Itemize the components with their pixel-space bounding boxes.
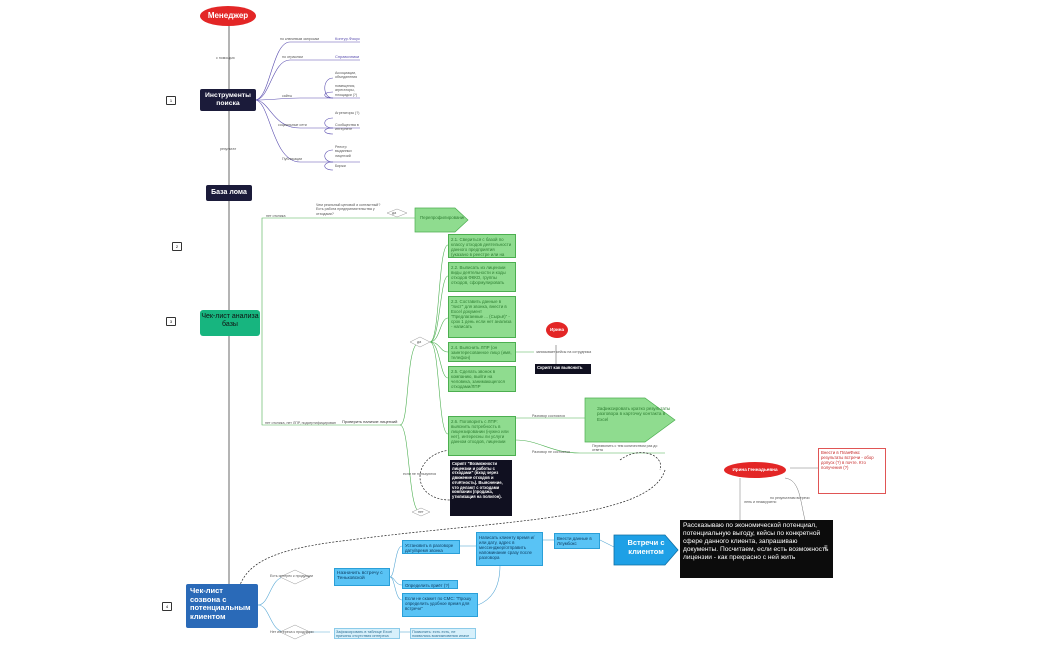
step-2-5[interactable]: 2.5. Сделать звонок в компанию, выйти на… [448, 366, 516, 392]
script-speak-box[interactable]: Скрипт как выяснить [535, 364, 591, 374]
meeting-shape [613, 534, 679, 566]
irina-gennadievna-node[interactable]: Ирина Геннадьевна [724, 462, 786, 478]
diamond-label-no: нет [418, 510, 424, 514]
step-number-1: 1 [166, 96, 176, 105]
enter-data-node[interactable]: Внести данные в Ллумбокс [554, 533, 600, 549]
edge-label-dont-use: если не пользуются [403, 472, 437, 476]
edge-question: Чем реальный ценовой и контактный? Есть … [316, 203, 381, 216]
step-number-4: 4 [162, 602, 172, 611]
edge-label-irina: записывает кейсы на сотрудника [536, 350, 592, 354]
leaf-associations[interactable]: Ассоциации, объединения [335, 71, 358, 80]
leaf-reference[interactable]: Справочники [335, 54, 360, 59]
step-2-2[interactable]: 2.2. Выписать из лицензии виды деятельно… [448, 262, 516, 292]
branch-label-publications: Публикации [282, 157, 303, 161]
step-2-4[interactable]: 2.4. Выяснить ЛПР (он заинтересованное л… [448, 342, 516, 362]
step-2-1[interactable]: 2.1. Свериться с базой по классу отходов… [448, 234, 516, 258]
step-2-6[interactable]: 2.6. Поговорить с ЛПР: выяснить потребно… [448, 416, 516, 456]
reprofile-node[interactable]: Перепрофилирование [420, 215, 464, 220]
branch-label-sites: сайты [282, 94, 293, 98]
step-number-3: 3 [166, 317, 176, 326]
edge-label-interest-yes: Есть интерес к продукции [270, 574, 314, 578]
branch-label-social: социальные сети [278, 123, 307, 127]
leaf-kontur[interactable]: Контур.Фокус [335, 36, 360, 41]
define-node[interactable]: Определить приёт (?) [402, 580, 458, 589]
edge-label-tools-base: результат [220, 147, 237, 151]
leaf-license-registry[interactable]: Реестр выданных лицензий [335, 145, 352, 158]
edge-label-irina2-left: лень и неаккуратно [744, 500, 777, 504]
manager-node[interactable]: Менеджер [200, 6, 256, 26]
edge-label-yes-small: да [392, 211, 397, 215]
no-interest-later-node[interactable]: Позвонить: есть есть, не появились возни… [410, 628, 476, 639]
edge-label-agreed: Разговор состоялся [532, 414, 566, 418]
branch-label-industries: по отраслям [282, 55, 303, 59]
write-client-node[interactable]: Написать клиенту время и/или дату, адрес… [476, 532, 543, 566]
meeting-node[interactable]: Встречи с клиентом [627, 539, 665, 556]
planfix-note[interactable]: Внести в ПланФикс результаты встречи - о… [818, 448, 886, 494]
checklist-base-node[interactable]: Чек-лист анализа базы [200, 310, 260, 336]
edge-label-not-agreed: Разговор не состоялся [532, 450, 570, 454]
notes-icon[interactable]: ≡ [824, 545, 828, 551]
step-number-2: 2 [172, 242, 182, 251]
leaf-exchanges[interactable]: Биржи [335, 164, 346, 168]
edge-label-retry: Перезвонить с тем количеством раз до отв… [592, 444, 658, 453]
leaf-aggregators-sites[interactable]: помещения, агрегаторы, площадки (?) [335, 84, 358, 97]
edge-label-base-top: нет отклика [266, 214, 286, 218]
branch-label-keywords: по ключевым запросам [280, 37, 319, 41]
irina-node[interactable]: Ирина [546, 322, 568, 338]
reprofile-shape [414, 207, 469, 233]
check-license-label: Проверить наличие лицензий [342, 419, 398, 424]
diamond-label-yes: да [417, 340, 422, 344]
assign-meeting-node[interactable]: Назначить встречу с Теньковской [334, 568, 390, 586]
agree-time-node[interactable]: Установить в разговоре дату/время звонка [402, 540, 460, 554]
edge-label-irina2-right: по результатам встречи [770, 496, 810, 500]
search-tools-node[interactable]: Инструменты поиска [200, 89, 256, 111]
fix-result-node[interactable]: Зафиксировать кратко результаты разговор… [597, 406, 671, 422]
leaf-communities[interactable]: Сообщества в интернете [335, 123, 359, 132]
checklist-call-node[interactable]: Чек-лист созвона с потенциальным клиенто… [186, 584, 258, 628]
base-node[interactable]: База лома [206, 185, 252, 201]
leaf-aggregators[interactable]: Агрегаторы (?) [335, 111, 360, 115]
sms-node[interactable]: Если не скажет по СМС: "Прошу определить… [402, 593, 478, 617]
script-license-box[interactable]: Скрипт "Возможности лицензии и работы с … [450, 460, 512, 516]
edge-label-interest-no: Нет интереса к продукции [270, 630, 314, 634]
fix-shape [584, 397, 676, 443]
edge-label-base-bottom: нет отклика, нет ЛПР, подсертифицирован [265, 421, 336, 425]
edge-label-manager-tools: с помощью [216, 56, 235, 60]
no-interest-fix-node[interactable]: Зафиксировать в таблице Excel причины от… [334, 628, 400, 639]
meeting-description-box[interactable]: Рассказываю по экономической потенциал, … [680, 520, 833, 578]
step-2-3[interactable]: 2.3. Составить данные в "лист" для звонк… [448, 296, 516, 338]
